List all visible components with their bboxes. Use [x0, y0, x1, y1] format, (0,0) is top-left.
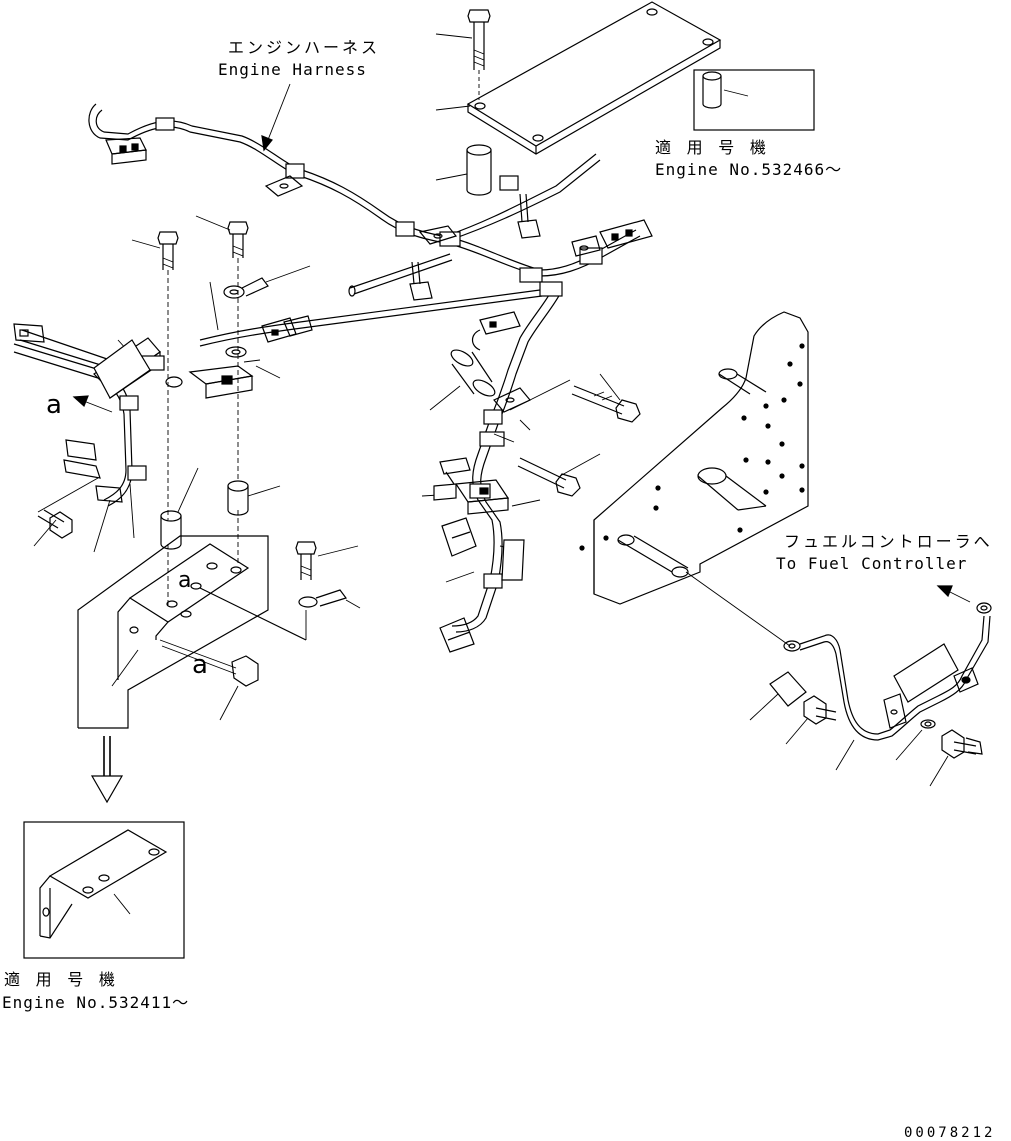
engine-harness	[88, 83, 653, 301]
fuel-controller-harness	[749, 585, 992, 787]
sensor-plug-2	[517, 193, 541, 239]
middle-connector-block	[454, 479, 510, 515]
fuel-bolt-2	[941, 729, 983, 759]
view-reference-a-left: a	[46, 390, 62, 420]
middle-bolt-2	[517, 457, 581, 497]
harness-connector-right	[571, 219, 653, 257]
left-assembly	[13, 215, 543, 606]
engine-number-label-top: Engine No.532466～	[655, 160, 843, 179]
bracket-bolt	[159, 639, 259, 721]
left-harness-end-connector	[13, 323, 45, 343]
fuel-harness-clamp	[883, 693, 907, 729]
cover-plate	[466, 1, 722, 155]
left-spacer-2	[227, 480, 249, 516]
cover-spacer	[466, 144, 492, 196]
left-connector-pair	[261, 315, 313, 343]
left-clamp-block	[188, 365, 254, 399]
engine-harness-label-jp: エンジンハーネス	[228, 38, 381, 57]
variant-box-bracket	[77, 535, 269, 729]
view-reference-a-bracket: a	[178, 568, 192, 593]
engine-number-label-bottom: Engine No.532411～	[2, 993, 190, 1012]
middle-sensor-plug-1	[441, 517, 477, 557]
middle-side-connector	[439, 457, 471, 485]
fuel-bolt-1	[803, 695, 837, 725]
applicable-label-jp-bottom: 適 用 号 機	[4, 970, 118, 989]
left-clamp-washer	[165, 346, 247, 388]
harness-clamp-1	[264, 175, 304, 197]
left-lower-bolt	[37, 509, 73, 539]
left-small-connector	[63, 439, 123, 503]
middle-bolt-terminal	[199, 541, 361, 641]
left-bolt-1	[131, 231, 179, 520]
middle-harness	[93, 281, 641, 653]
left-ring-terminal	[223, 265, 311, 299]
harness-clamp-2	[418, 225, 458, 245]
variant-box-lower	[23, 736, 185, 959]
lower-bracket	[39, 829, 168, 939]
left-spacer-1	[160, 510, 182, 550]
right-mount-plate	[579, 311, 809, 647]
fuel-controller-label-jp: フュエルコントローラへ	[784, 532, 993, 551]
fuel-harness-terminal	[953, 667, 979, 693]
drawing-number: 00078212	[904, 1125, 996, 1141]
harness-connector-left	[105, 137, 147, 165]
middle-connector-top	[471, 311, 521, 351]
applicable-label-jp-top: 適 用 号 機	[655, 138, 769, 157]
left-mount-bracket	[117, 543, 250, 680]
engine-harness-label-en: Engine Harness	[218, 60, 367, 79]
fuel-controller-label-en: To Fuel Controller	[776, 554, 968, 573]
middle-sensor-plug-2	[439, 617, 475, 653]
left-bolt-2	[195, 215, 249, 480]
cover-bolt	[467, 9, 491, 100]
view-reference-a-lower: a	[192, 650, 208, 680]
middle-bolt-1	[571, 385, 641, 423]
middle-spacer	[450, 349, 496, 397]
sensor-plug-1	[409, 261, 433, 301]
cover-plate-group	[435, 1, 722, 196]
variant-box-spacer	[693, 69, 815, 131]
